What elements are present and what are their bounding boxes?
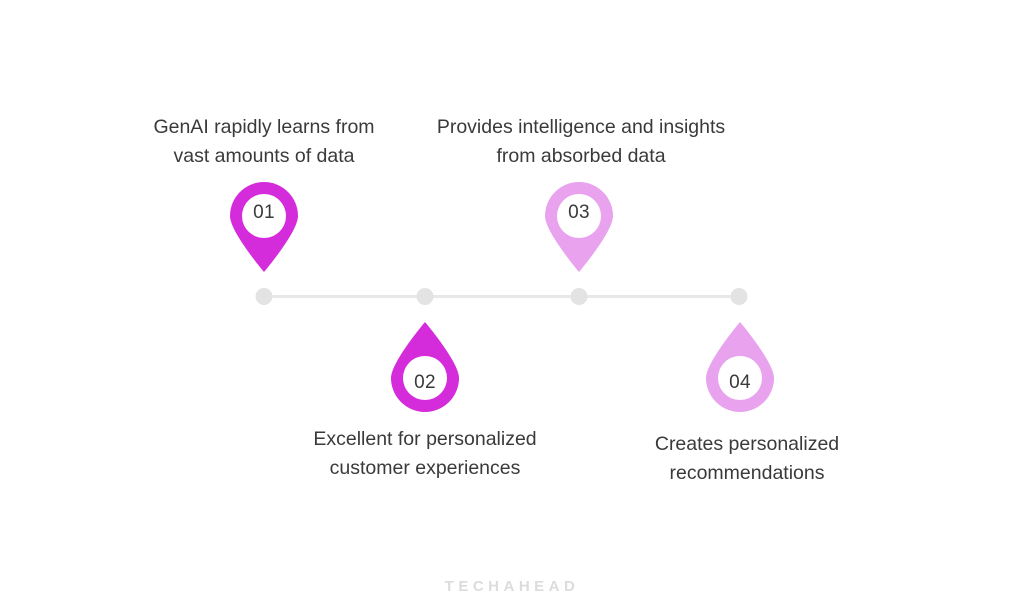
caption-03: Provides intelligence and insights from a… [437,113,725,171]
pin-marker-01[interactable]: 01 [222,176,306,272]
pin-shape-icon [545,182,613,272]
caption-line: from absorbed data [496,145,666,167]
pin-shape-icon [391,322,459,412]
caption-line: Excellent for personalized [313,428,537,450]
watermark-techahead: TECHAHEAD [444,578,580,595]
pin-shape-icon [706,322,774,412]
pin-marker-02[interactable]: 02 [383,322,467,418]
pin-number-label: 03 [568,202,590,223]
caption-line: vast amounts of data [173,145,355,167]
pin-shape-icon [230,182,298,272]
caption-04: Creates personalized recommendations [655,430,839,488]
caption-line: Creates personalized [654,433,840,455]
axis-dot-4 [730,288,748,305]
pin-number-label: 04 [729,372,751,393]
axis-dot-3 [570,288,588,305]
pin-marker-04[interactable]: 04 [698,322,782,418]
caption-01: GenAI rapidly learns from vast amounts of… [153,113,374,171]
caption-02: Excellent for personalized customer exper… [313,425,536,483]
caption-line: recommendations [669,462,825,484]
pin-number-label: 02 [414,372,436,393]
caption-line: Provides intelligence and insights [436,116,726,138]
pin-marker-03[interactable]: 03 [537,176,621,272]
timeline-axis-line [264,295,739,298]
caption-line: GenAI rapidly learns from [153,116,375,138]
axis-dot-1 [255,288,273,305]
axis-dot-2 [416,288,434,305]
pin-number-label: 01 [253,202,275,223]
caption-line: customer experiences [329,457,521,479]
